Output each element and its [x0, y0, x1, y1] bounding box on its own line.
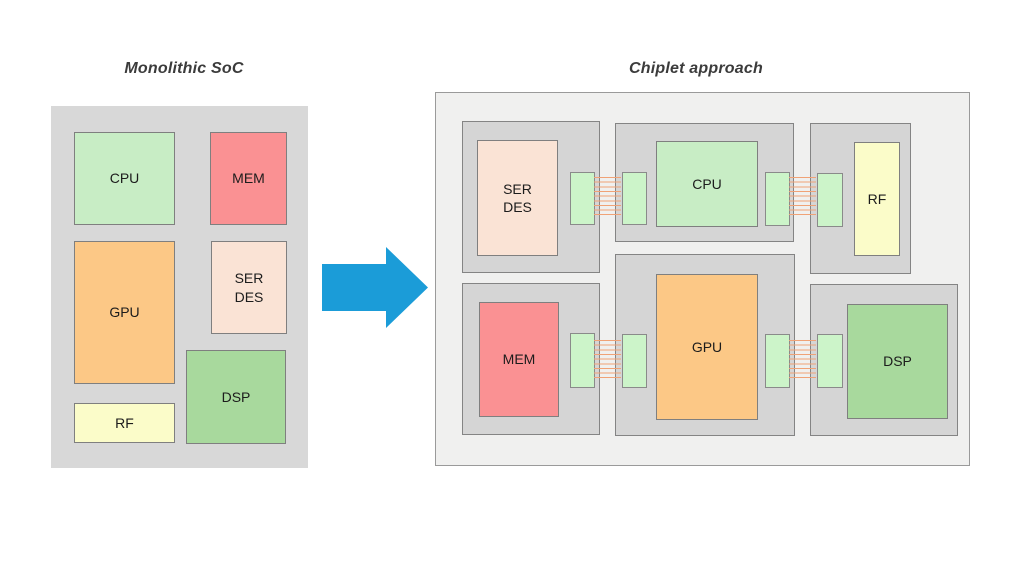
- mono-mem-block: MEM: [210, 132, 287, 225]
- chiplet-approach-title: Chiplet approach: [629, 60, 763, 77]
- cpu-right-phy-pad: [765, 172, 790, 226]
- mono-gpu-block: GPU: [74, 241, 175, 384]
- gpu-right-phy-pad: [765, 334, 790, 388]
- chiplet-serdes-block: SER DES: [477, 140, 558, 256]
- cpu-rf-interconnect: [789, 177, 816, 216]
- serdes-cpu-interconnect: [594, 177, 621, 216]
- chiplet-mem-block: MEM: [479, 302, 559, 417]
- rf-phy-pad: [817, 173, 843, 227]
- mono-dsp-block: DSP: [186, 350, 286, 444]
- chiplet-gpu-block: GPU: [656, 274, 758, 420]
- chiplet-dsp-block: DSP: [847, 304, 948, 419]
- serdes-phy-pad: [570, 172, 595, 225]
- monolithic-soc-title: Monolithic SoC: [124, 60, 244, 77]
- cpu-left-phy-pad: [622, 172, 647, 225]
- rf-chiplet: RF: [810, 123, 911, 274]
- chiplet-cpu-block: CPU: [656, 141, 758, 227]
- chiplet-package-substrate: SER DES CPU RF MEM GPU DSP: [435, 92, 970, 466]
- mono-serdes-block: SER DES: [211, 241, 287, 334]
- mem-phy-pad: [570, 333, 595, 388]
- monolithic-soc-die: CPU MEM GPU SER DES DSP RF: [51, 106, 308, 468]
- mono-rf-block: RF: [74, 403, 175, 443]
- cpu-chiplet: CPU: [615, 123, 794, 242]
- serdes-chiplet: SER DES: [462, 121, 600, 273]
- mem-gpu-interconnect: [594, 340, 621, 379]
- mem-chiplet: MEM: [462, 283, 600, 435]
- chiplet-rf-block: RF: [854, 142, 900, 256]
- dsp-phy-pad: [817, 334, 843, 388]
- gpu-left-phy-pad: [622, 334, 647, 388]
- gpu-chiplet: GPU: [615, 254, 795, 436]
- right-arrow-icon: [322, 247, 428, 328]
- mono-cpu-block: CPU: [74, 132, 175, 225]
- dsp-chiplet: DSP: [810, 284, 958, 436]
- gpu-dsp-interconnect: [789, 340, 816, 379]
